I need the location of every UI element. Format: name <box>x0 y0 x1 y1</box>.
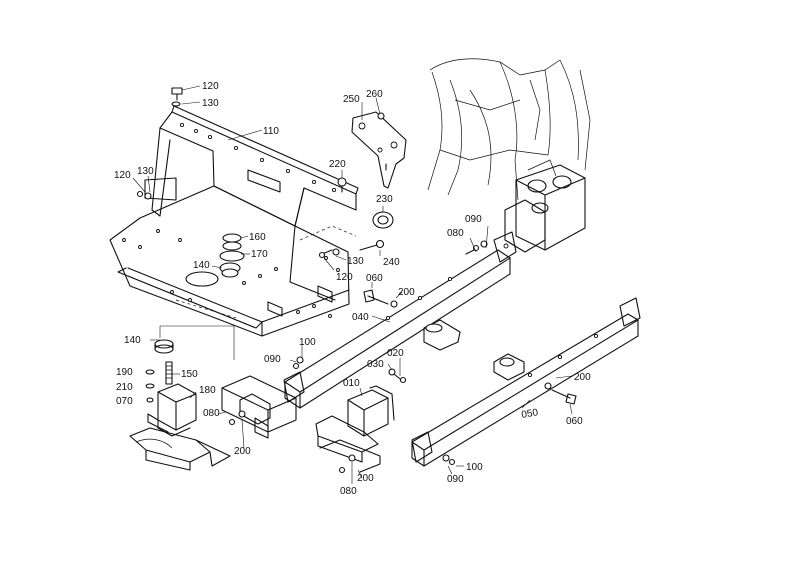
label-120: 120 <box>336 272 353 283</box>
label-200: 200 <box>234 446 251 457</box>
label-060: 060 <box>566 416 583 427</box>
label-080: 080 <box>340 486 357 497</box>
label-250: 250 <box>343 94 360 105</box>
label-180: 180 <box>199 385 216 396</box>
label-060: 060 <box>366 273 383 284</box>
label-070: 070 <box>116 396 133 407</box>
bolt-120-right <box>318 249 333 259</box>
rail-050-block <box>493 353 525 381</box>
label-140: 140 <box>193 260 210 271</box>
frame-rail-050 <box>411 297 641 467</box>
center-support <box>423 319 461 351</box>
label-100: 100 <box>299 337 316 348</box>
label-130: 130 <box>137 166 154 177</box>
label-170: 170 <box>251 249 268 260</box>
bolt-130-right <box>332 248 340 256</box>
frame-plate-110 <box>109 105 359 337</box>
label-110: 110 <box>263 126 279 137</box>
label-080: 080 <box>447 228 464 239</box>
label-130: 130 <box>347 256 364 267</box>
grommet-230 <box>372 211 394 229</box>
bolts-rail-050 <box>442 382 577 466</box>
mount-bracket-180 <box>147 383 197 437</box>
label-010: 010 <box>343 378 360 389</box>
washer-140-lower <box>154 339 174 354</box>
label-260: 260 <box>366 89 383 100</box>
leader-lines <box>132 85 573 484</box>
label-190: 190 <box>116 367 133 378</box>
label-090: 090 <box>447 474 464 485</box>
bolts-rail-040-end <box>292 240 488 370</box>
bolt-030-020 <box>388 368 407 384</box>
label-220: 220 <box>329 159 346 170</box>
label-030: 030 <box>367 359 384 370</box>
label-240: 240 <box>383 257 400 268</box>
label-200: 200 <box>398 287 415 298</box>
label-090: 090 <box>264 354 281 365</box>
front-mount-010 <box>315 385 395 474</box>
bracket-250 <box>351 111 407 189</box>
label-230: 230 <box>376 194 393 205</box>
label-120: 120 <box>114 170 131 181</box>
engine-outline <box>427 58 591 201</box>
label-200: 200 <box>357 473 374 484</box>
rear-housing <box>504 159 586 253</box>
label-100: 100 <box>466 462 483 473</box>
bolt-130-left <box>136 190 152 200</box>
label-130: 130 <box>202 98 219 109</box>
label-090: 090 <box>465 214 482 225</box>
label-120: 120 <box>202 81 219 92</box>
front-bracket <box>221 375 297 439</box>
label-140: 140 <box>124 335 141 346</box>
label-200: 200 <box>574 372 591 383</box>
rubber-mount-assembly <box>219 233 245 278</box>
label-160: 160 <box>249 232 266 243</box>
label-050: 050 <box>521 407 540 421</box>
bolts-190-210-070 <box>145 369 155 403</box>
bolt-120-top <box>171 87 183 107</box>
label-080: 080 <box>203 408 220 419</box>
label-210: 210 <box>116 382 133 393</box>
bolt-220 <box>337 177 347 193</box>
bolt-060-200 <box>363 289 398 308</box>
label-040: 040 <box>352 312 369 323</box>
mount-base <box>129 427 231 471</box>
part-labels: 120 130 110 120 130 160 170 140 250 260 … <box>114 81 591 497</box>
bolt-240 <box>359 239 385 251</box>
label-150: 150 <box>181 369 198 380</box>
stud-150 <box>165 361 173 385</box>
frame-rail-040 <box>283 231 517 409</box>
label-020: 020 <box>387 348 404 359</box>
